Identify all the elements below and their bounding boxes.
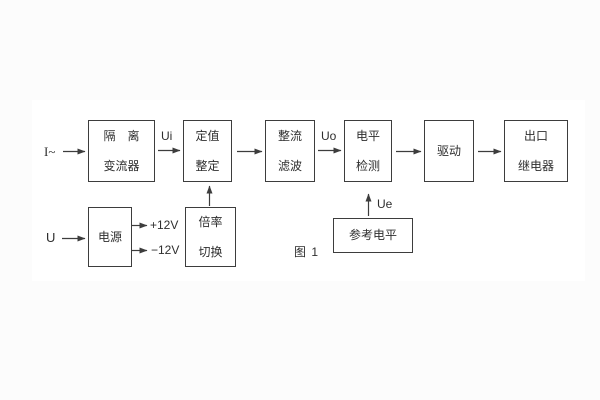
signal-uo-label: Uo	[321, 129, 337, 143]
block-label: 驱动	[436, 143, 461, 158]
signal-ue-label: Ue	[377, 197, 393, 211]
block-level-detect: 电平 检测	[344, 120, 392, 182]
figure-caption: 图 1	[294, 245, 320, 259]
block-label: 定值	[195, 128, 220, 143]
block-label: 整流	[277, 128, 302, 143]
block-label: 电平	[355, 128, 380, 143]
block-label: 电源	[97, 229, 122, 244]
block-label: 出口	[523, 128, 548, 143]
signal-ui-label: Ui	[161, 129, 173, 143]
block-label: 继电器	[517, 158, 554, 173]
block-rectify-filter: 整流 滤波	[265, 120, 315, 182]
block-setting-adjust: 定值 整定	[183, 120, 232, 182]
block-reference-level: 参考电平	[333, 218, 413, 253]
block-label: 隔 离	[103, 128, 140, 143]
block-label: 切换	[198, 244, 223, 259]
rail-negative-label: −12V	[151, 243, 180, 257]
block-isolation-transformer: 隔 离 变流器	[88, 120, 155, 182]
block-label: 倍率	[198, 214, 223, 229]
block-label: 滤波	[277, 158, 302, 173]
input-current-label: I~	[44, 144, 56, 159]
rail-positive-label: +12V	[150, 218, 179, 232]
block-ratio-switch: 倍率 切换	[185, 207, 236, 267]
block-power-supply: 电源	[88, 207, 132, 267]
block-label: 参考电平	[348, 228, 397, 242]
block-label: 检测	[355, 158, 380, 173]
block-drive: 驱动	[424, 120, 474, 182]
block-output-relay: 出口 继电器	[504, 120, 568, 182]
block-label: 整定	[195, 158, 220, 173]
input-voltage-label: U	[46, 230, 56, 245]
block-label: 变流器	[103, 158, 140, 173]
